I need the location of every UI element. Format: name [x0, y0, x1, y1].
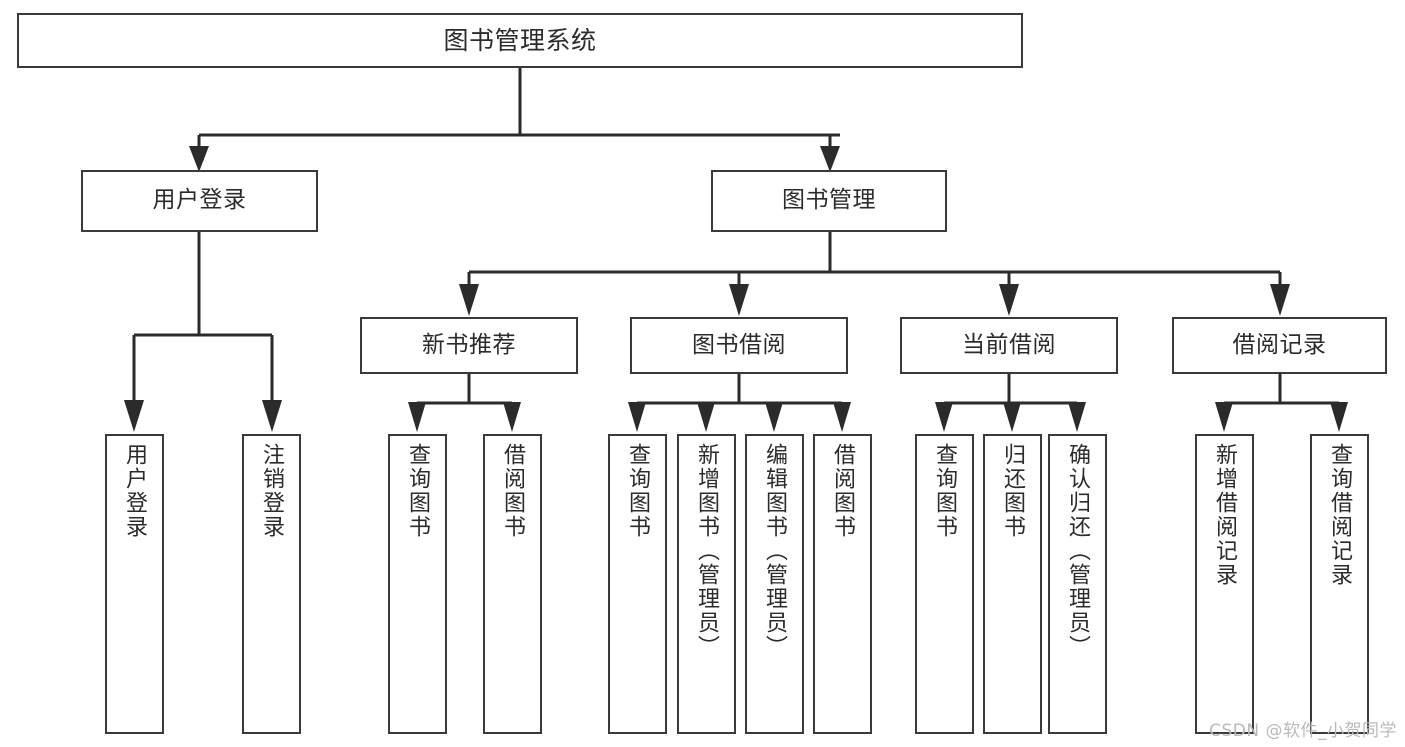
- arrowhead-userlogin-l1: [124, 400, 144, 432]
- node-label: 借阅图书: [500, 443, 526, 539]
- leaf-new-book-query[interactable]: 查询图书: [388, 434, 447, 734]
- node-label: 当前借阅: [962, 331, 1056, 358]
- arrowhead-newbook-l2: [503, 402, 521, 432]
- arrowhead-record-l1: [1215, 402, 1233, 432]
- node-label: 新增借阅记录: [1212, 443, 1238, 587]
- leaf-user-login-login[interactable]: 用户登录: [105, 434, 164, 734]
- node-label: 图书借阅: [692, 331, 786, 358]
- arrowhead-l3-current: [999, 284, 1019, 316]
- node-label: 借阅图书: [830, 443, 856, 539]
- node-label: 新增图书（管理员）: [694, 443, 720, 659]
- arrowhead-borrow-l4: [833, 402, 851, 432]
- node-user-login[interactable]: 用户登录: [81, 170, 318, 232]
- node-book-borrow[interactable]: 图书借阅: [630, 317, 848, 374]
- leaf-current-borrow-return[interactable]: 归还图书: [983, 434, 1042, 734]
- node-root-system[interactable]: 图书管理系统: [17, 13, 1023, 68]
- node-label: 用户登录: [152, 187, 247, 214]
- node-label: 图书管理: [782, 187, 876, 214]
- node-book-management[interactable]: 图书管理: [711, 170, 947, 232]
- node-label: 查询图书: [405, 443, 431, 539]
- csdn-watermark: CSDN @软件_小贺同学: [1209, 721, 1397, 741]
- node-label: 图书管理系统: [443, 25, 597, 55]
- node-label: 归还图书: [1000, 443, 1026, 539]
- node-borrow-record[interactable]: 借阅记录: [1172, 317, 1387, 374]
- arrowhead-newbook-l1: [408, 402, 426, 432]
- node-label: 确认归还（管理员）: [1065, 443, 1091, 659]
- arrowhead-user-login: [189, 146, 209, 172]
- leaf-current-borrow-query[interactable]: 查询图书: [915, 434, 974, 734]
- arrowhead-userlogin-l2: [262, 400, 282, 432]
- leaf-book-borrow-edit[interactable]: 编辑图书（管理员）: [745, 434, 804, 734]
- node-label: 查询借阅记录: [1327, 443, 1353, 587]
- leaf-borrow-record-add[interactable]: 新增借阅记录: [1195, 434, 1254, 734]
- node-current-borrow[interactable]: 当前借阅: [900, 317, 1118, 374]
- node-label: 查询图书: [625, 443, 651, 539]
- arrowhead-l3-record: [1270, 284, 1290, 316]
- leaf-current-borrow-confirm-return[interactable]: 确认归还（管理员）: [1048, 434, 1107, 734]
- leaf-book-borrow-query[interactable]: 查询图书: [608, 434, 667, 734]
- arrowhead-book-mgmt: [820, 146, 840, 172]
- arrowhead-record-l2: [1330, 402, 1348, 432]
- node-label: 借阅记录: [1232, 331, 1327, 358]
- leaf-book-borrow-borrow[interactable]: 借阅图书: [813, 434, 872, 734]
- arrowhead-borrow-l3: [765, 402, 783, 432]
- arrowhead-borrow-l2: [697, 402, 715, 432]
- node-label: 查询图书: [932, 443, 958, 539]
- leaf-book-borrow-add[interactable]: 新增图书（管理员）: [677, 434, 736, 734]
- leaf-borrow-record-query[interactable]: 查询借阅记录: [1310, 434, 1369, 734]
- arrowhead-current-l1: [935, 402, 953, 432]
- node-label: 新书推荐: [422, 331, 516, 358]
- leaf-user-login-logout[interactable]: 注销登录: [242, 434, 301, 734]
- arrowhead-current-l3: [1068, 402, 1086, 432]
- leaf-new-book-borrow[interactable]: 借阅图书: [483, 434, 542, 734]
- arrowhead-borrow-l1: [628, 402, 646, 432]
- arrowhead-current-l2: [1003, 402, 1021, 432]
- node-label: 注销登录: [259, 443, 285, 539]
- node-label: 用户登录: [122, 443, 148, 539]
- arrowhead-l3-borrow: [729, 284, 749, 316]
- node-label: 编辑图书（管理员）: [762, 443, 788, 659]
- arrowhead-l3-newbook: [459, 284, 479, 316]
- node-new-book-recommend[interactable]: 新书推荐: [360, 317, 578, 374]
